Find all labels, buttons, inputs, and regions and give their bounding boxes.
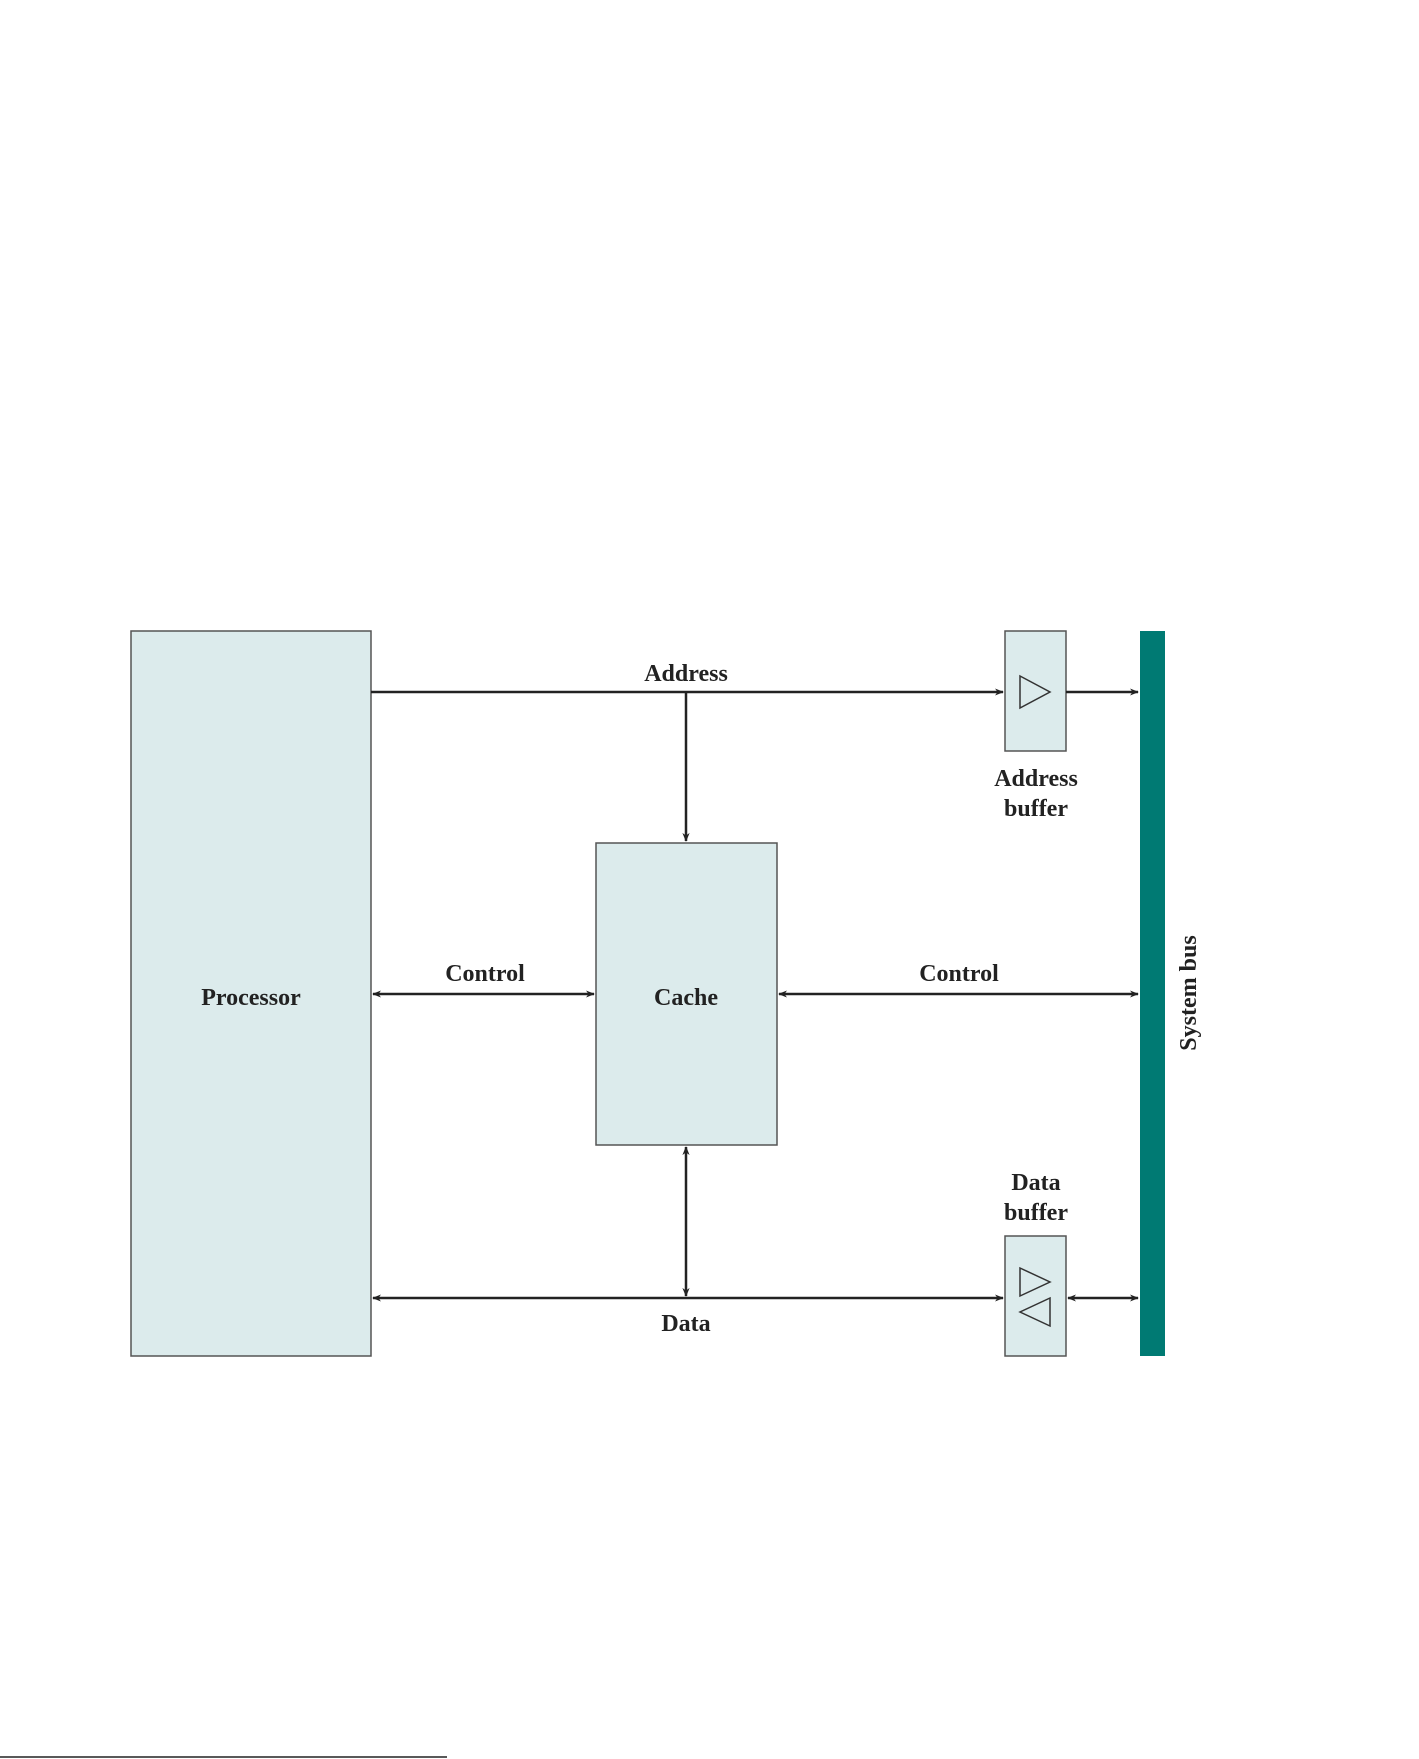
cache-block: Cache bbox=[596, 843, 777, 1145]
control-line-left: Control bbox=[373, 961, 594, 994]
address-buffer-label-line2: buffer bbox=[1004, 796, 1068, 822]
control-line-right: Control bbox=[779, 961, 1138, 994]
address-line-label: Address bbox=[644, 661, 728, 687]
control-left-label: Control bbox=[445, 961, 525, 987]
cache-label: Cache bbox=[654, 985, 718, 1011]
data-buffer: Data buffer bbox=[1004, 1170, 1068, 1356]
address-buffer: Address buffer bbox=[994, 631, 1078, 822]
data-buffer-label-line2: buffer bbox=[1004, 1200, 1068, 1226]
processor-label: Processor bbox=[201, 985, 301, 1011]
address-buffer-label-line1: Address bbox=[994, 766, 1078, 792]
data-buffer-label-line1: Data bbox=[1011, 1170, 1060, 1196]
system-bus: System bus bbox=[1140, 631, 1202, 1356]
processor-block: Processor bbox=[131, 631, 371, 1356]
system-bus-label: System bus bbox=[1176, 935, 1202, 1050]
control-right-label: Control bbox=[919, 961, 999, 987]
data-line-label: Data bbox=[661, 1311, 710, 1337]
